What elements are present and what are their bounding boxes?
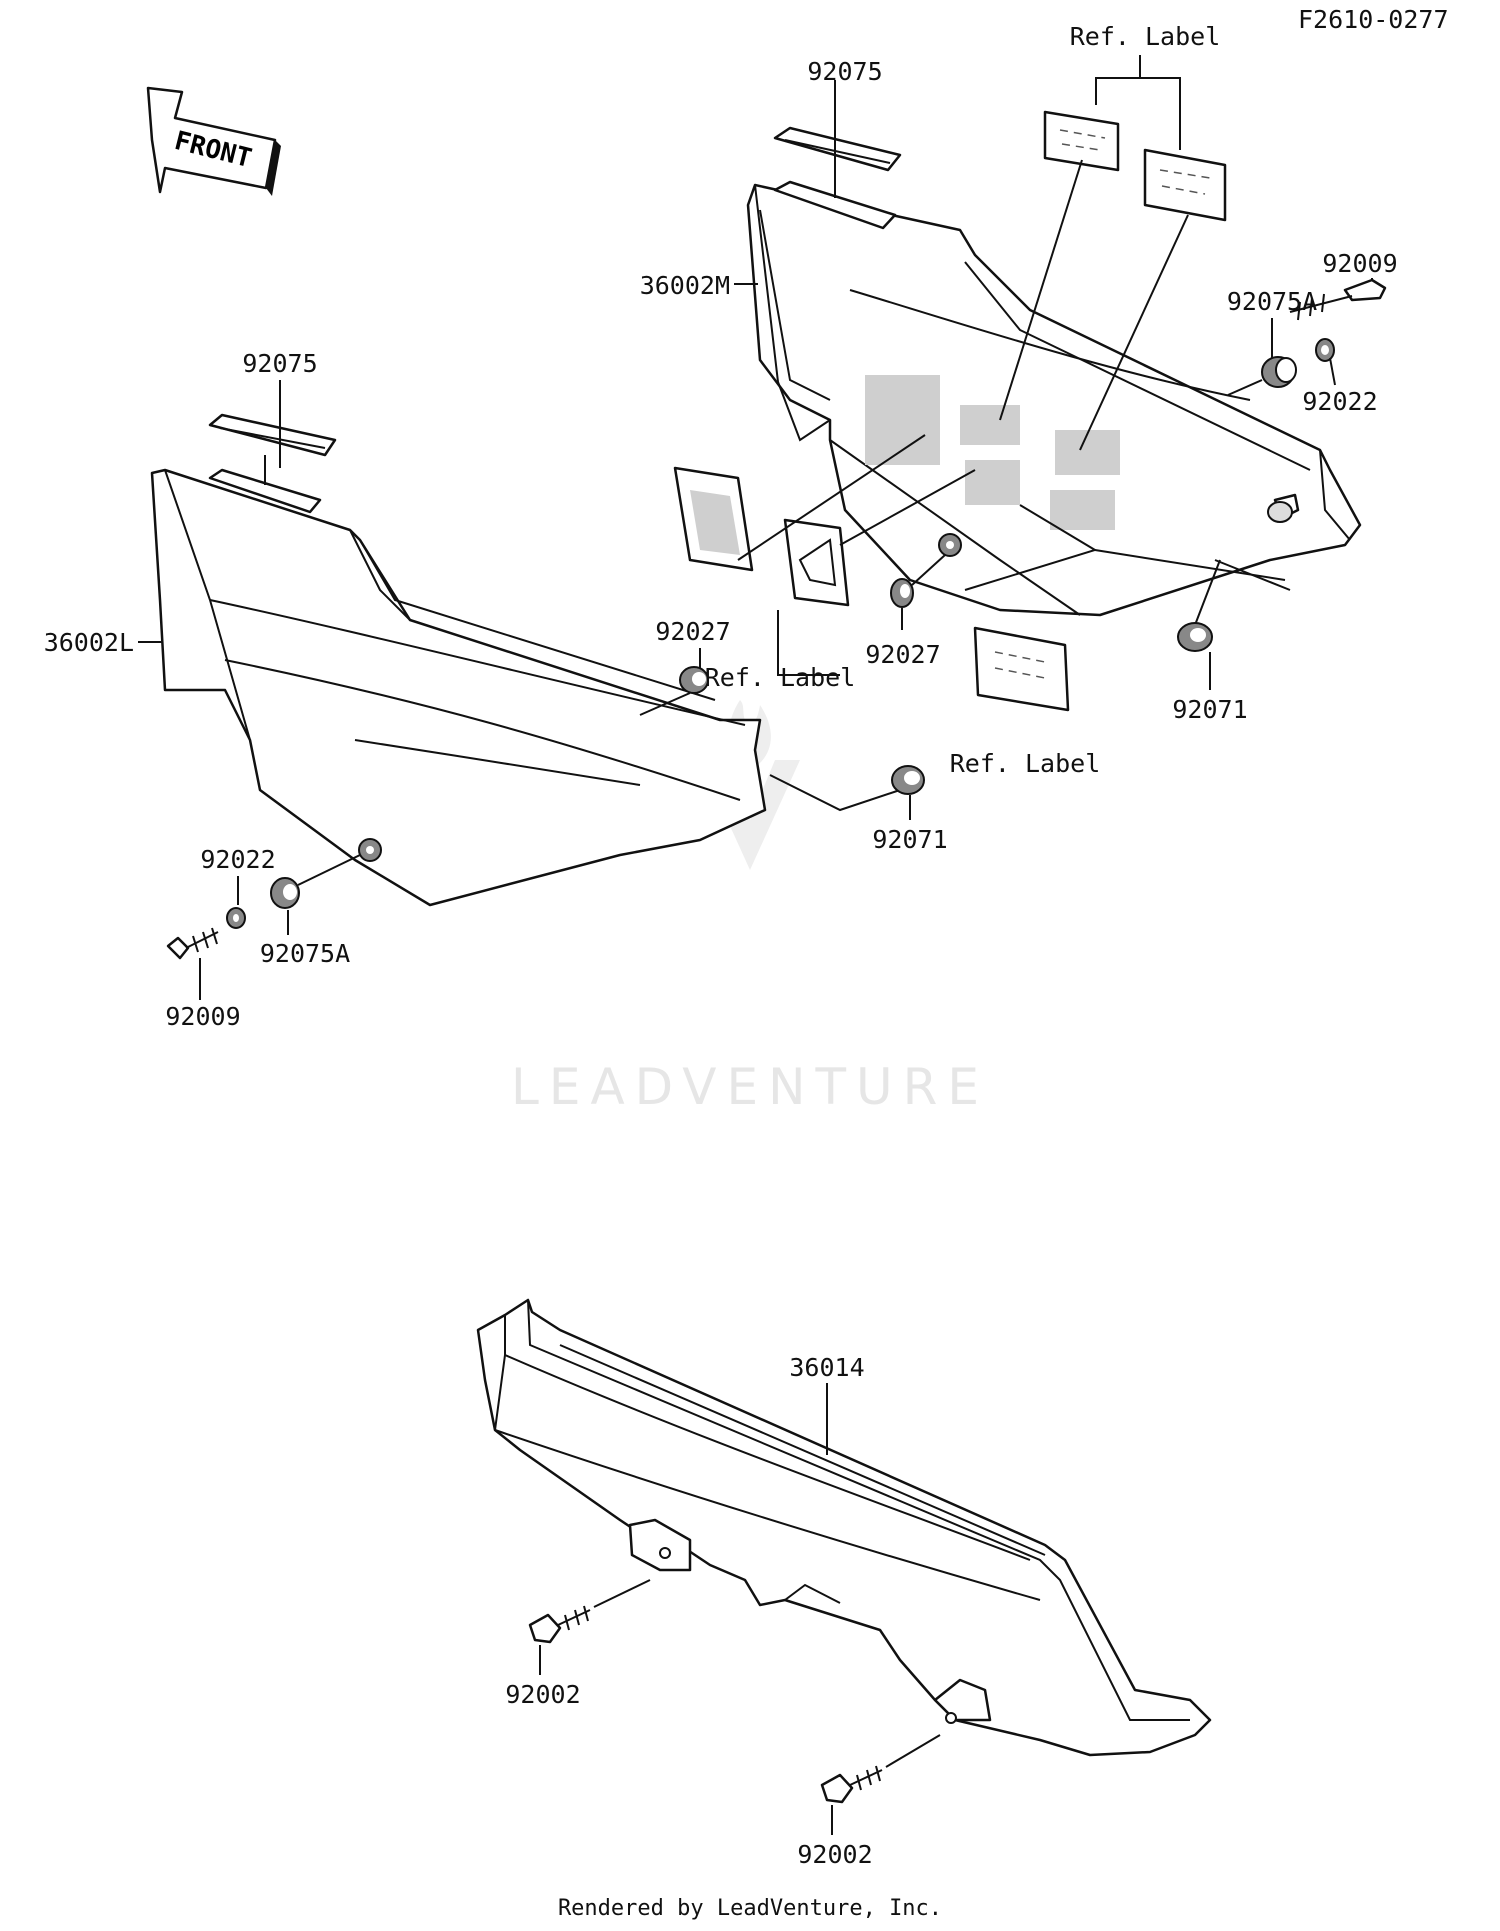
chain-cover-36014: 36014 bbox=[476, 1298, 1212, 1757]
label-92075A-left: 92075A bbox=[260, 939, 350, 968]
label-ref-label-bottom: Ref. Label bbox=[950, 749, 1101, 778]
drawing-code: F2610-0277 bbox=[1298, 5, 1449, 34]
label-92071-right: 92071 bbox=[1172, 695, 1247, 724]
label-36014: 36014 bbox=[789, 1353, 864, 1382]
grommet-92071-right: 92071 bbox=[1172, 559, 1291, 724]
ref-label-mid-group: Ref. Label bbox=[673, 434, 976, 692]
leadventure-watermark: LEADVENTURE bbox=[511, 700, 989, 1116]
grommet-92027-left: 92027 bbox=[639, 617, 731, 716]
label-ref-label-top: Ref. Label bbox=[1070, 22, 1221, 51]
right-side-cover-36002M bbox=[746, 183, 1362, 617]
label-92075A-right: 92075A bbox=[1227, 287, 1317, 316]
left-side-cover-36002L bbox=[150, 468, 767, 907]
label-92075-left: 92075 bbox=[242, 349, 317, 378]
bolt-92002-bottom: 92002 bbox=[797, 1734, 941, 1869]
label-92027-left: 92027 bbox=[655, 617, 730, 646]
label-92075-top: 92075 bbox=[807, 57, 882, 86]
label-92002-left: 92002 bbox=[505, 1680, 580, 1709]
rubber-strip-92075-left: 92075 bbox=[208, 349, 337, 514]
grommet-92071-mid: 92071 bbox=[769, 765, 948, 854]
ref-label-bottom-group: Ref. Label bbox=[950, 504, 1286, 778]
label-92022-right: 92022 bbox=[1302, 387, 1377, 416]
label-92027-mid: 92027 bbox=[865, 640, 940, 669]
front-arrow: FRONT bbox=[146, 86, 281, 196]
label-92009-left: 92009 bbox=[165, 1002, 240, 1031]
watermark-text: LEADVENTURE bbox=[511, 1058, 989, 1116]
rubber-strip-92075-top: 92075 bbox=[773, 57, 902, 230]
label-92071-mid: 92071 bbox=[872, 825, 947, 854]
grommet-92027-mid: 92027 bbox=[865, 554, 946, 669]
left-fasteners: 92022 92075A 92009 bbox=[165, 845, 361, 1031]
label-36002L: 36002L bbox=[44, 628, 134, 657]
bolt-92002-left: 92002 bbox=[505, 1579, 651, 1709]
label-ref-label-mid: Ref. Label bbox=[705, 663, 856, 692]
footer-credit: Rendered by LeadVenture, Inc. bbox=[558, 1896, 942, 1921]
label-36002M: 36002M bbox=[640, 271, 730, 300]
label-92009-right: 92009 bbox=[1322, 249, 1397, 278]
ref-label-top-group: Ref. Label bbox=[999, 22, 1227, 451]
label-92002-bottom: 92002 bbox=[797, 1840, 872, 1869]
label-92022-left: 92022 bbox=[200, 845, 275, 874]
right-fasteners: 92009 92075A 92022 bbox=[1227, 249, 1398, 416]
